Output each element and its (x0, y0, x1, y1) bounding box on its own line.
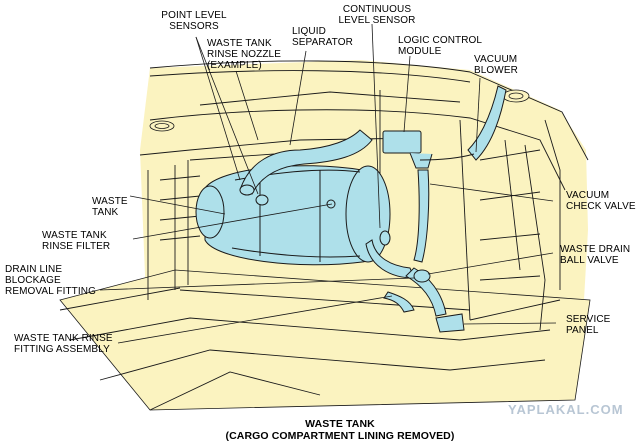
piping (239, 85, 507, 333)
waste-tank-body (195, 165, 391, 266)
waste-tank-rinse-nozzle-label: WASTE TANK RINSE NOZZLE (EXAMPLE) (207, 38, 281, 71)
liquid-separator-label: LIQUID SEPARATOR (292, 26, 353, 48)
vacuum-check-valve-label: VACUUM CHECK VALVE (566, 190, 636, 212)
waste-drain-ball-valve-label: WASTE DRAIN BALL VALVE (560, 244, 631, 266)
cargo-floor (59, 269, 591, 411)
vacuum-blower-label: VACUUM BLOWER (474, 54, 518, 76)
fuselage-ribs (59, 60, 589, 411)
point-level-sensors-label: POINT LEVEL SENSORS (161, 10, 227, 32)
leader-lines (99, 23, 557, 344)
caption-title: WASTE TANK (305, 418, 375, 430)
waste-tank-rinse-fitting-assembly-label: WASTE TANK RINSE FITTING ASSEMBLY (14, 333, 113, 355)
watermark: YAPLAKAL.COM (508, 402, 624, 417)
logic-control-module-label: LOGIC CONTROL MODULE (398, 35, 483, 57)
waste-tank-rinse-filter-label: WASTE TANK RINSE FILTER (42, 230, 111, 252)
continuous-level-sensor-label: CONTINUOUS LEVEL SENSOR (338, 4, 416, 26)
service-panel-label: SERVICE PANEL (566, 314, 611, 336)
caption-subtitle: (CARGO COMPARTMENT LINING REMOVED) (225, 430, 455, 442)
ceiling-lights (149, 89, 530, 132)
waste-tank-label: WASTE TANK (92, 196, 128, 218)
drain-line-blockage-removal-fitting-label: DRAIN LINE BLOCKAGE REMOVAL FITTING (5, 264, 96, 297)
